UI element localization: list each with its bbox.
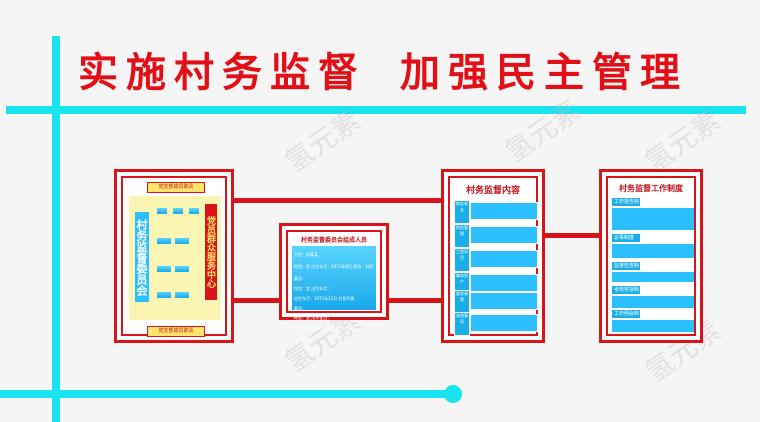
supervision-content-board: 村务监督内容 财务收支 财务管理 工程项目 集体资产 惠农政策 其他事项 [441,169,545,343]
org-box [173,208,183,214]
system-item-heading: 考核奖惩制度 [612,286,640,301]
org-box [175,266,189,272]
system-item-text [612,208,694,230]
system-item-text [612,296,694,308]
content-item-box [470,292,538,310]
connector-line [233,198,443,203]
work-system-board: 村务监督工作制度 工作报告制度 议事制度 监督检查制度 考核奖惩制度 工作例会制… [599,169,703,343]
org-box [157,208,167,214]
system-item-heading: 工作例会制度 [612,310,640,325]
content-item-label: 其他事项 [454,312,470,336]
system-item-text [612,272,694,282]
content-item-box [470,202,538,220]
center-row: 委员： [294,306,306,311]
cyan-top-line [6,106,746,114]
center-row: 性别：男 出生年月：1971年8月 职务：村民代表 [294,264,374,269]
work-system-title: 村务监督工作制度 [619,184,683,193]
cyan-bottom-dot [444,385,462,403]
system-item-heading: 监督检查制度 [612,262,640,277]
center-row: 出生年月：1971年12月 村民代表 [294,296,355,301]
cyan-bottom-line [0,390,456,398]
center-board: 村务监督委员会组成人员 主任：刘某某 性别：男 出生年月：1971年8月 职务：… [279,223,389,331]
center-board-header: 村务监督委员会组成人员 [300,237,367,244]
left-vertical-title: 村务监督委员会 [135,212,149,302]
content-item-box [470,314,538,332]
org-box [157,266,171,272]
supervision-content-title: 村务监督内容 [465,186,520,196]
title-part-1: 实施村务监督 [78,50,366,96]
org-box [157,238,171,244]
center-row: 主任：刘某某 [294,252,318,257]
content-item-label: 惠农政策 [454,290,470,314]
left-board-top-label: 党支部成员职责 [147,182,205,193]
content-item-box [470,226,538,244]
content-item-label: 工程项目 [454,248,470,272]
org-box [175,292,189,298]
title-part-2: 加强民主管理 [400,50,688,96]
system-item-text [612,320,694,332]
content-item-box [470,274,538,292]
center-row: 性别：男 出生年月： [294,316,332,321]
connector-line [543,233,601,238]
page-title: 实施村务监督 加强民主管理 [78,48,718,98]
watermark: 氢元素 [498,93,587,169]
org-box [189,208,199,214]
system-item-heading: 议事制度 [612,234,640,242]
content-item-box [470,250,538,268]
left-board: 党支部成员职责 村务监督委员会 党员群众服务中心 党支部成员职责 [114,169,234,343]
system-item-text [612,244,694,258]
center-board-panel: 主任：刘某某 性别：男 出生年月：1971年8月 职务：村民代表 委员： 性别：… [292,246,376,331]
center-row: 性别：女 出生年月： [294,286,332,291]
org-box [157,292,171,298]
left-side-title: 党员群众服务中心 [205,204,217,300]
content-item-label: 财务收支 [454,200,470,224]
cyan-vertical-line [52,36,60,422]
content-item-label: 财务管理 [454,224,470,248]
center-row: 委员： [294,276,306,281]
org-box [175,238,189,244]
system-item-heading: 工作报告制度 [612,198,640,213]
center-row: 出生年月：1968年2月 村民代表 [294,326,352,331]
left-board-bottom-label: 党支部成员职责 [147,326,205,337]
